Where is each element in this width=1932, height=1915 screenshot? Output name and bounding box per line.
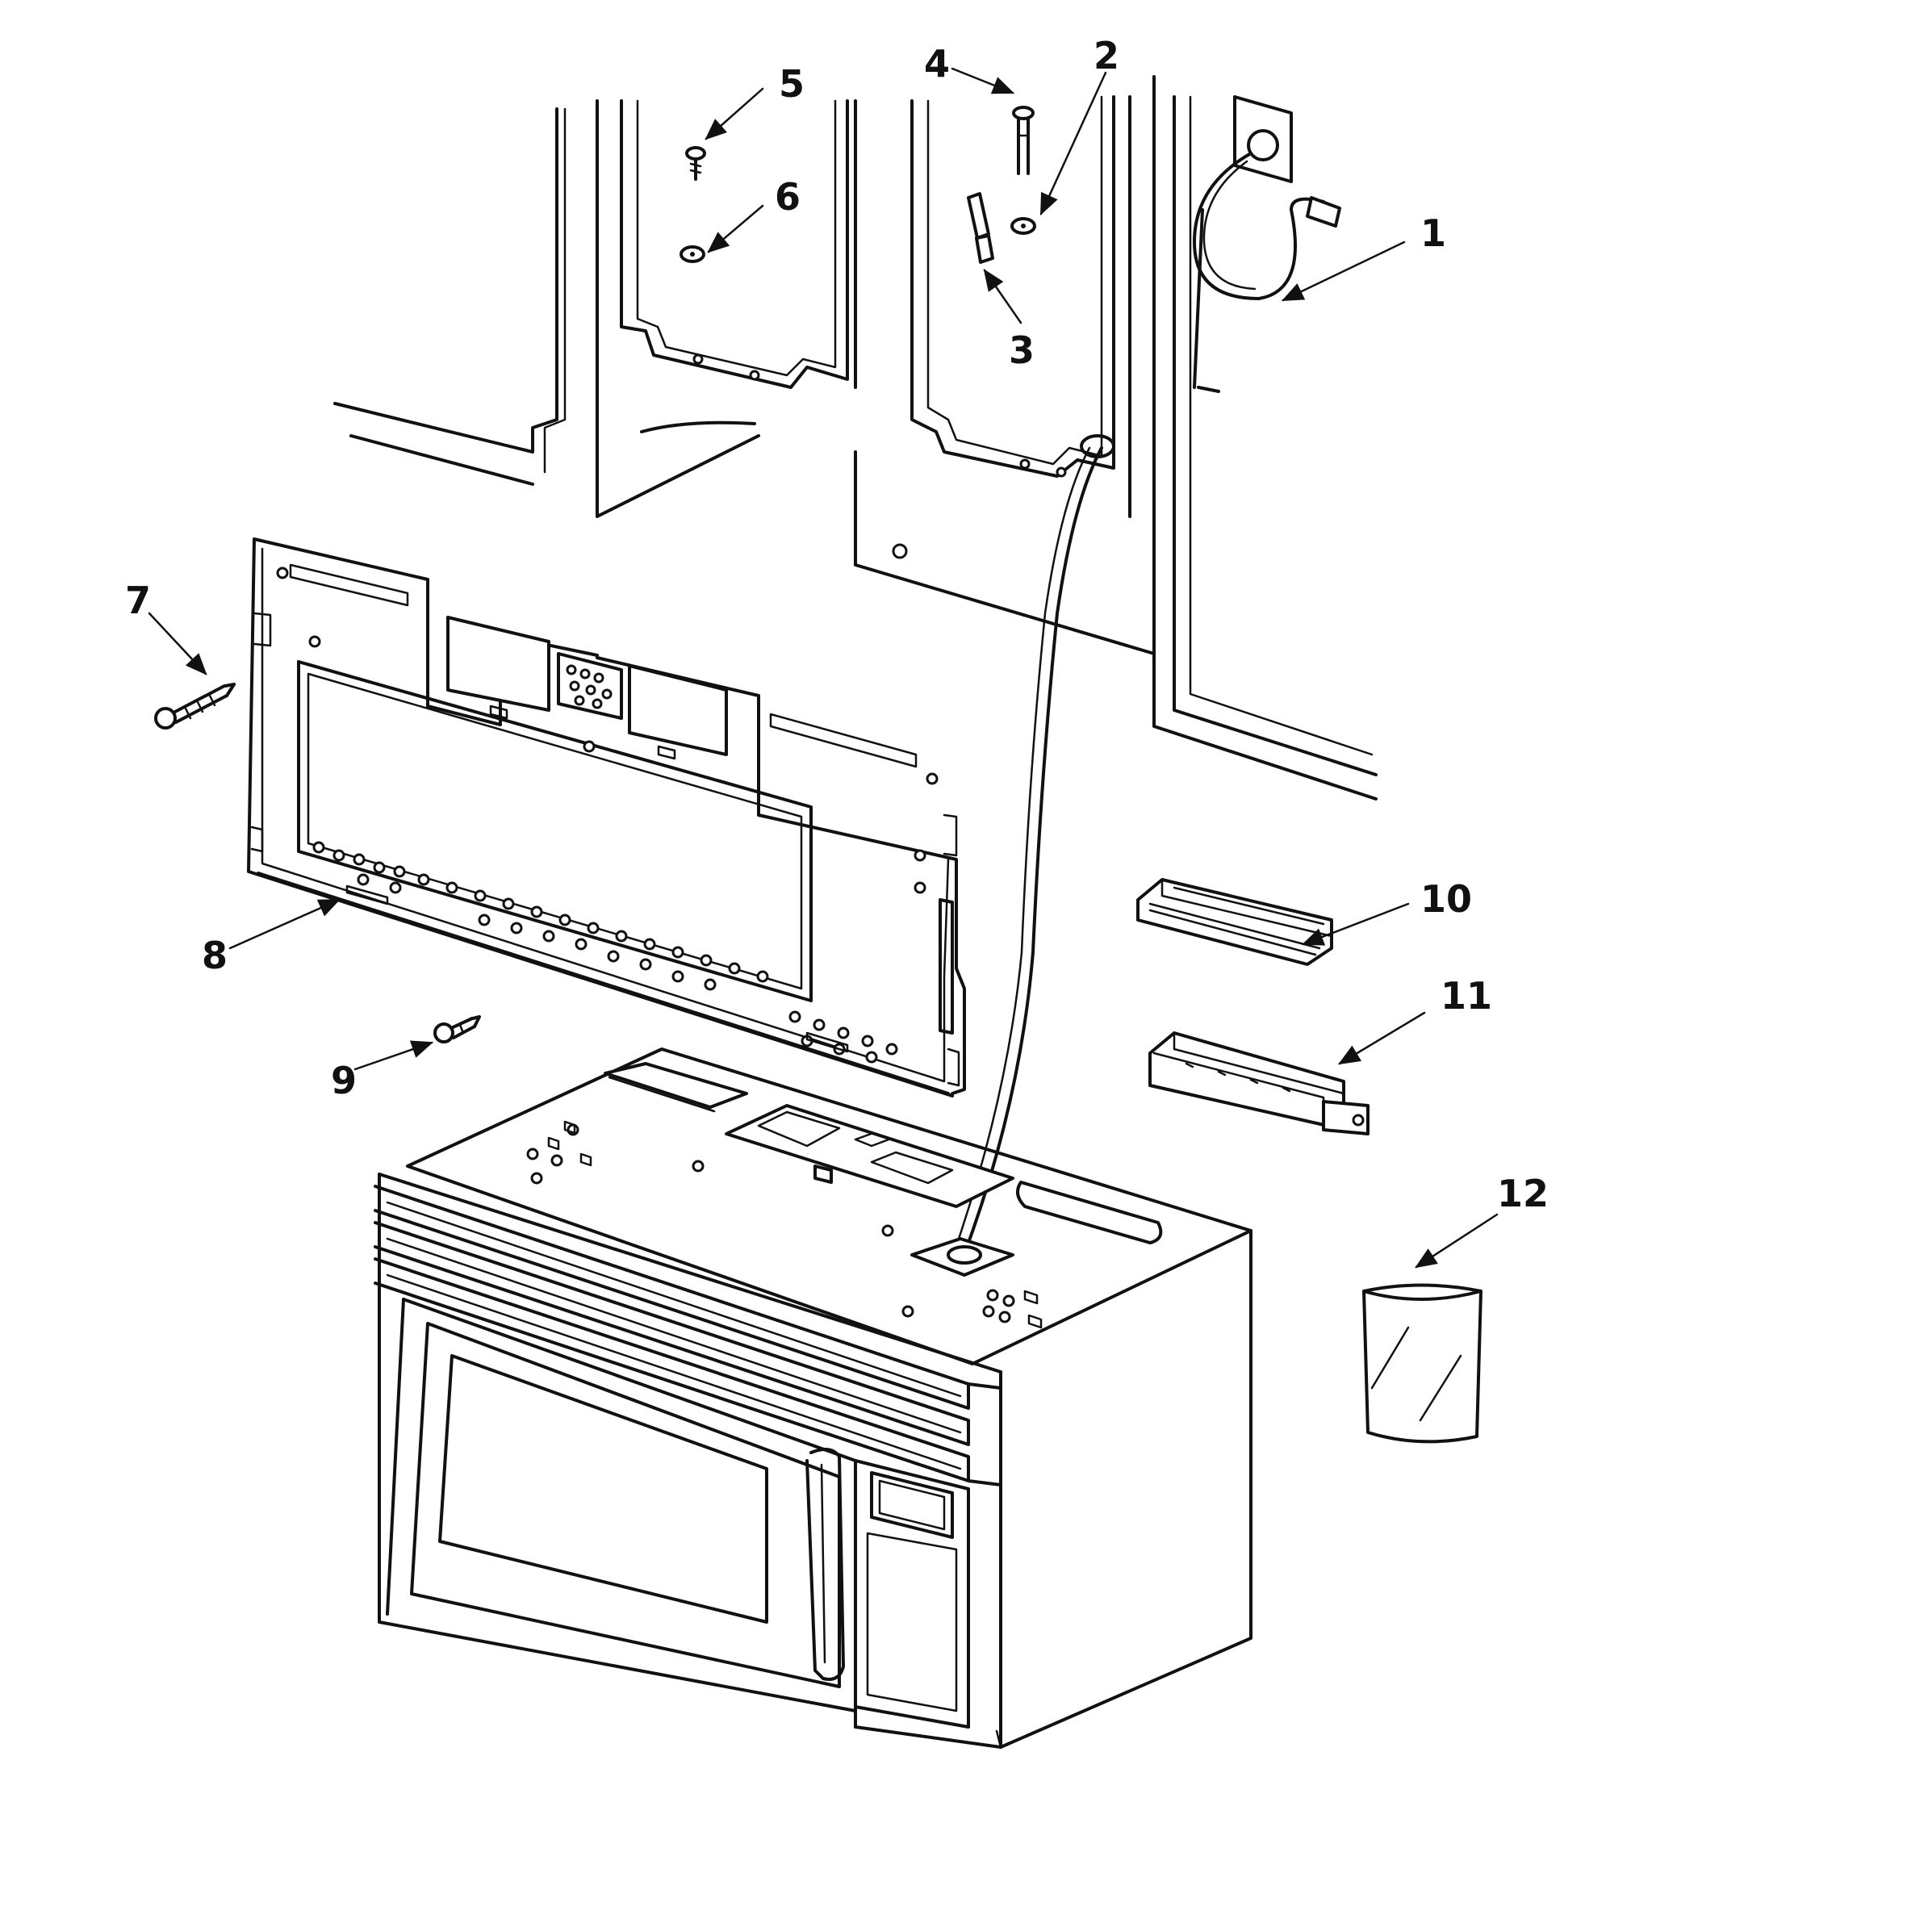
leader-8 <box>228 898 341 950</box>
screw-part-7 <box>154 683 236 730</box>
leader-3 <box>983 269 1022 324</box>
leader-5 <box>705 87 764 140</box>
callout-labels: 1 2 3 4 5 6 7 8 9 10 11 12 <box>125 34 1549 1215</box>
power-cord <box>957 152 1341 1244</box>
callout-7: 7 <box>125 579 151 622</box>
hardware-part-3-toggle-wing <box>967 192 994 264</box>
callout-8: 8 <box>202 934 228 977</box>
callout-1: 1 <box>1420 211 1446 255</box>
microwave-oven <box>374 1047 1252 1749</box>
screw-part-9 <box>433 1015 481 1043</box>
leader-12 <box>1415 1213 1499 1269</box>
callout-9: 9 <box>331 1059 357 1102</box>
hardware-part-5-screw <box>685 146 706 181</box>
upper-cabinets <box>333 75 1378 801</box>
hardware-part-6-washer <box>680 245 705 263</box>
exhaust-damper-part-10 <box>1136 878 1333 966</box>
callout-5: 5 <box>779 62 805 106</box>
callout-6: 6 <box>775 175 801 219</box>
mounting-plate <box>247 537 966 1098</box>
leader-lines <box>148 67 1499 1269</box>
callout-4: 4 <box>924 42 950 86</box>
leader-4 <box>951 67 1015 94</box>
leader-9 <box>353 1040 434 1071</box>
leader-7 <box>148 612 207 675</box>
leader-1 <box>1281 240 1406 302</box>
leader-10 <box>1301 902 1410 946</box>
parts-bag-part-12 <box>1362 1283 1482 1444</box>
leader-11 <box>1338 1011 1426 1065</box>
callout-11: 11 <box>1441 974 1492 1018</box>
callout-2: 2 <box>1094 34 1119 77</box>
callout-3: 3 <box>1009 328 1035 372</box>
leader-2 <box>1039 71 1107 216</box>
hardware-part-2-nut <box>1010 217 1036 235</box>
hardware-part-4-bolt <box>1012 106 1035 175</box>
leader-6 <box>707 204 764 253</box>
wall-outlet <box>1233 95 1293 183</box>
callout-12: 12 <box>1497 1172 1549 1215</box>
mounting-plate-hole-row <box>312 841 898 1064</box>
callout-10: 10 <box>1420 877 1472 921</box>
exhaust-adapter-part-11 <box>1148 1031 1370 1135</box>
